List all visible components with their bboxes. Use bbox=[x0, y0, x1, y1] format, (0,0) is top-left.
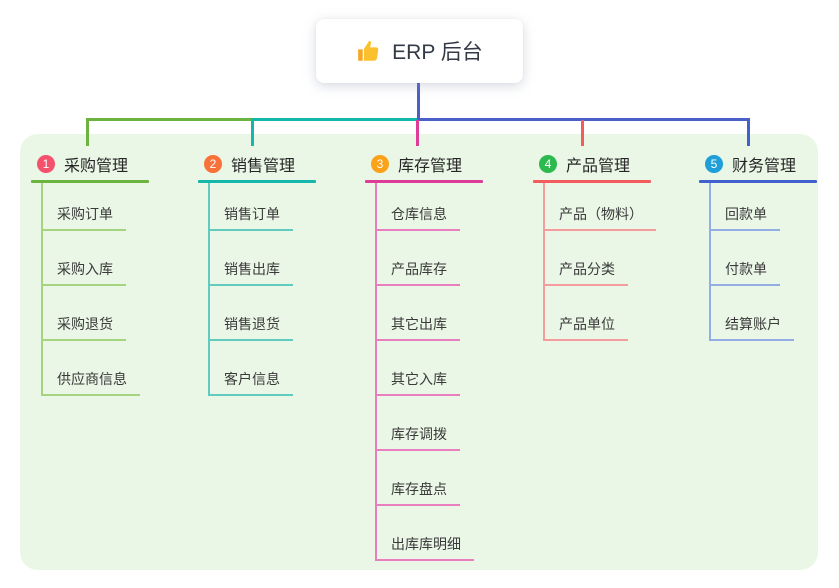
branch-vline bbox=[543, 183, 545, 341]
child-node[interactable]: 销售退货 bbox=[208, 314, 293, 341]
connector-drop-4 bbox=[581, 120, 584, 146]
branch-label: 销售管理 bbox=[231, 158, 296, 175]
branch-header-4[interactable]: 4 产品管理 bbox=[533, 150, 651, 178]
child-node[interactable]: 其它入库 bbox=[375, 369, 460, 396]
child-node[interactable]: 产品分类 bbox=[543, 259, 628, 286]
thumbs-up-icon bbox=[358, 40, 379, 61]
branch-vline bbox=[375, 183, 377, 561]
child-node[interactable]: 销售订单 bbox=[208, 204, 293, 231]
connector-drop-1 bbox=[86, 120, 89, 146]
branch-label: 库存管理 bbox=[398, 158, 463, 175]
root-node[interactable]: ERP 后台 bbox=[316, 19, 523, 83]
connector-root-vertical bbox=[417, 83, 420, 120]
connector-rail-right bbox=[417, 118, 750, 121]
child-node[interactable]: 其它出库 bbox=[375, 314, 460, 341]
child-node[interactable]: 回款单 bbox=[709, 204, 780, 231]
branch-underline bbox=[533, 180, 651, 183]
branch-underline bbox=[365, 180, 483, 183]
branch-underline bbox=[31, 180, 149, 183]
child-node[interactable]: 采购入库 bbox=[41, 259, 126, 286]
child-node[interactable]: 产品（物料） bbox=[543, 204, 656, 231]
branch-5: 5 财务管理回款单付款单结算账户 bbox=[699, 150, 817, 341]
branch-label: 产品管理 bbox=[566, 158, 631, 175]
child-node[interactable]: 采购订单 bbox=[41, 204, 126, 231]
branch-vline bbox=[709, 183, 711, 341]
child-node[interactable]: 付款单 bbox=[709, 259, 780, 286]
child-node[interactable]: 出库库明细 bbox=[375, 534, 474, 561]
connector-rail-midleft bbox=[251, 118, 420, 121]
branch-badge: 1 bbox=[37, 155, 55, 173]
branch-badge: 2 bbox=[204, 155, 222, 173]
child-node[interactable]: 客户信息 bbox=[208, 369, 293, 396]
branch-header-2[interactable]: 2 销售管理 bbox=[198, 150, 316, 178]
branch-badge: 3 bbox=[371, 155, 389, 173]
connector-drop-3 bbox=[416, 120, 419, 146]
branch-3: 3 库存管理仓库信息产品库存其它出库其它入库库存调拨库存盘点出库库明细 bbox=[365, 150, 483, 561]
child-node[interactable]: 产品库存 bbox=[375, 259, 460, 286]
branch-label: 采购管理 bbox=[64, 158, 129, 175]
canvas-panel bbox=[20, 134, 818, 570]
child-node[interactable]: 销售出库 bbox=[208, 259, 293, 286]
child-node[interactable]: 采购退货 bbox=[41, 314, 126, 341]
branch-header-5[interactable]: 5 财务管理 bbox=[699, 150, 817, 178]
child-node[interactable]: 产品单位 bbox=[543, 314, 628, 341]
child-node[interactable]: 供应商信息 bbox=[41, 369, 140, 396]
branch-vline bbox=[208, 183, 210, 396]
child-node[interactable]: 结算账户 bbox=[709, 314, 794, 341]
child-node[interactable]: 仓库信息 bbox=[375, 204, 460, 231]
branch-badge: 5 bbox=[705, 155, 723, 173]
child-node[interactable]: 库存调拨 bbox=[375, 424, 460, 451]
branch-label: 财务管理 bbox=[732, 158, 797, 175]
connector-drop-5 bbox=[747, 120, 750, 146]
branch-1: 1 采购管理采购订单采购入库采购退货供应商信息 bbox=[31, 150, 149, 396]
branch-4: 4 产品管理产品（物料） 产品分类产品单位 bbox=[533, 150, 656, 341]
branch-header-1[interactable]: 1 采购管理 bbox=[31, 150, 149, 178]
root-title: ERP 后台 bbox=[392, 41, 483, 64]
branch-underline bbox=[699, 180, 817, 183]
child-node[interactable]: 库存盘点 bbox=[375, 479, 460, 506]
branch-vline bbox=[41, 183, 43, 396]
branch-header-3[interactable]: 3 库存管理 bbox=[365, 150, 483, 178]
branch-2: 2 销售管理销售订单销售出库销售退货客户信息 bbox=[198, 150, 316, 396]
connector-drop-2 bbox=[251, 120, 254, 146]
branch-underline bbox=[198, 180, 316, 183]
branch-badge: 4 bbox=[539, 155, 557, 173]
